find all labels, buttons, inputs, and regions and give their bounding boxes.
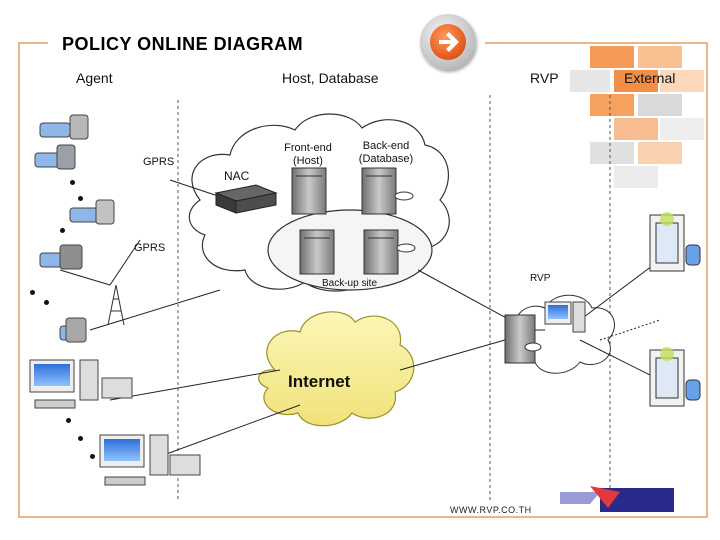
label-backup-site: Back-up site xyxy=(322,278,378,289)
agent-pcs xyxy=(29,359,201,486)
label-gprs-2: GPRS xyxy=(134,242,166,254)
column-external: External xyxy=(624,70,676,86)
label-nac: NAC xyxy=(224,169,250,183)
label-internet: Internet xyxy=(288,372,351,391)
nac-device xyxy=(214,184,278,214)
dot xyxy=(90,454,95,459)
label-gprs-1: GPRS xyxy=(143,156,175,168)
column-agent: Agent xyxy=(76,70,113,86)
dot xyxy=(30,290,35,295)
slide-frame xyxy=(18,42,708,518)
dot xyxy=(60,228,65,233)
dot xyxy=(66,418,71,423)
next-arrow-button[interactable] xyxy=(420,14,476,70)
label-frontend: Front-end (Host) xyxy=(284,142,332,167)
label-backend: Back-end (Database) xyxy=(358,140,414,165)
diagram-title: POLICY ONLINE DIAGRAM xyxy=(62,34,304,54)
column-rvp: RVP xyxy=(530,70,559,86)
dot xyxy=(78,436,83,441)
footer-url[interactable]: WWW.RVP.CO.TH xyxy=(450,505,532,515)
dot xyxy=(70,180,75,185)
decorative-bricks xyxy=(560,46,710,196)
frame-top-left xyxy=(18,42,48,44)
dot xyxy=(44,300,49,305)
frame-top-right xyxy=(485,42,708,44)
rvp-logo-graphic xyxy=(560,486,674,512)
label-rvp-node: RVP xyxy=(530,273,551,284)
agent-devices xyxy=(34,114,125,343)
column-host-database: Host, Database xyxy=(282,70,379,86)
external-servers xyxy=(649,212,701,407)
servers xyxy=(291,167,586,364)
dot xyxy=(78,196,83,201)
arrow-right-icon xyxy=(430,24,466,60)
